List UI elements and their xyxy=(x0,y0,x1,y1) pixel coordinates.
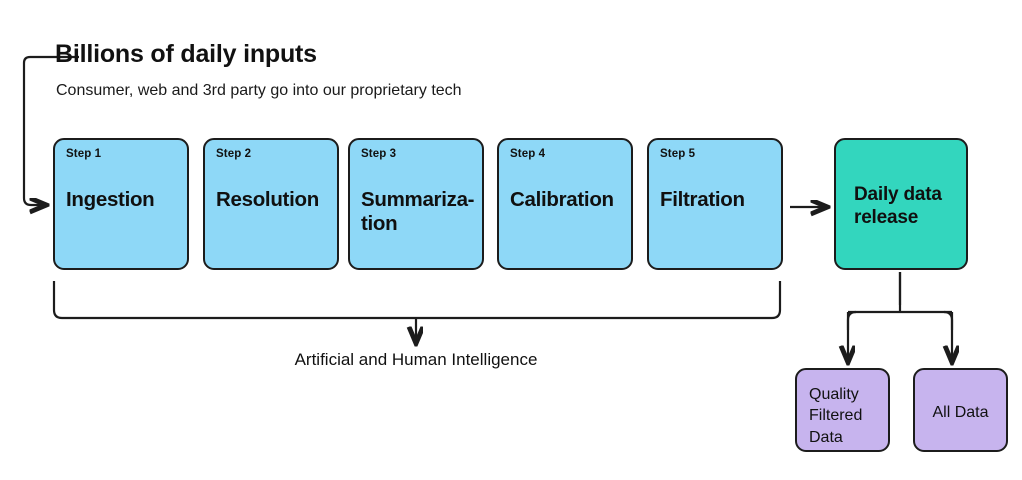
output-label: Quality Filtered Data xyxy=(809,386,863,446)
intake-bracket-connector xyxy=(22,55,79,205)
step-title: Summariza- tion xyxy=(361,188,475,236)
step-kicker: Step 1 xyxy=(66,148,102,160)
page-subtitle: Consumer, web and 3rd party go into our … xyxy=(56,82,462,99)
output-quality-filtered-data[interactable]: Quality Filtered Data xyxy=(795,368,890,452)
pipeline-step-filtration[interactable]: Step 5 Filtration xyxy=(647,138,783,270)
step-title: Filtration xyxy=(660,188,745,211)
pipeline-caption: Artificial and Human Intelligence xyxy=(294,350,538,369)
page-title: Billions of daily inputs xyxy=(55,40,317,68)
output-all-data[interactable]: All Data xyxy=(913,368,1008,452)
output-label: All Data xyxy=(932,404,989,421)
pipeline-bottom-bracket xyxy=(52,281,782,320)
release-split-rounded xyxy=(846,272,954,328)
step-kicker: Step 2 xyxy=(216,148,252,160)
daily-data-release-node[interactable]: Daily data release xyxy=(834,138,968,270)
step-title: Ingestion xyxy=(66,188,155,211)
step-title: Calibration xyxy=(510,188,614,211)
pipeline-step-calibration[interactable]: Step 4 Calibration xyxy=(497,138,633,270)
step-title: Resolution xyxy=(216,188,319,211)
pipeline-step-resolution[interactable]: Step 2 Resolution xyxy=(203,138,339,270)
step-kicker: Step 4 xyxy=(510,148,546,160)
pipeline-step-ingestion[interactable]: Step 1 Ingestion xyxy=(53,138,189,270)
pipeline-step-summarization[interactable]: Step 3 Summariza- tion xyxy=(348,138,484,270)
step-kicker: Step 3 xyxy=(361,148,397,160)
step-kicker: Step 5 xyxy=(660,148,696,160)
release-title: Daily data release xyxy=(854,184,942,228)
